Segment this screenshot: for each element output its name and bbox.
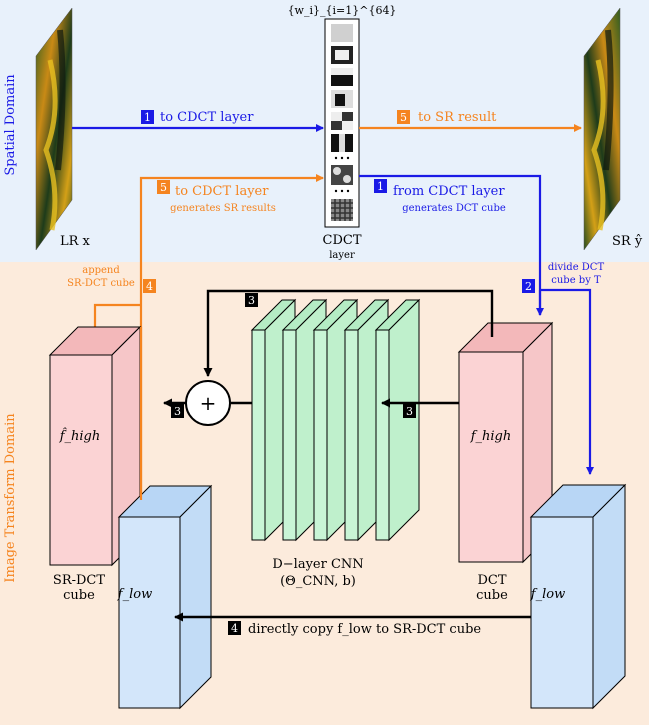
cdct-title: CDCT bbox=[323, 233, 362, 248]
step5-sub-bottom: generates SR results bbox=[170, 203, 276, 214]
cnn-label1: D−layer CNN bbox=[272, 557, 363, 572]
step4-num-bottom: 4 bbox=[231, 622, 238, 635]
step1b-text: from CDCT layer bbox=[393, 184, 505, 199]
cnn-label2: (Θ_CNN, b) bbox=[280, 574, 356, 589]
cdct-subtitle: layer bbox=[329, 250, 355, 261]
srdct-cube-label2: cube bbox=[63, 588, 95, 603]
step4-text2: SR-DCT cube bbox=[67, 278, 135, 289]
srdct-cube-label1: SR-DCT bbox=[53, 573, 105, 588]
step3-num-right: 3 bbox=[406, 405, 413, 418]
step4-num-top: 4 bbox=[146, 280, 153, 293]
step5-num-bottom: 5 bbox=[160, 181, 167, 194]
dct-high-label: f_high bbox=[470, 429, 512, 444]
step4-text1: append bbox=[82, 265, 120, 276]
step3-num-left: 3 bbox=[174, 405, 181, 418]
step1-num: 1 bbox=[144, 111, 151, 124]
step5-text-top: to SR result bbox=[418, 110, 497, 125]
cnn-layers bbox=[252, 300, 419, 540]
dct-low-label: f_low bbox=[530, 587, 565, 602]
dct-cube-label1: DCT bbox=[477, 573, 506, 588]
srdct-high-label: f̂_high bbox=[59, 427, 101, 444]
lr-label: LR x bbox=[60, 234, 91, 249]
transform-domain-label: Image Transform Domain bbox=[3, 413, 18, 583]
step2-num: 2 bbox=[525, 280, 532, 293]
step2-text1: divide DCT bbox=[548, 262, 605, 273]
srdct-low-label: f_low bbox=[117, 587, 152, 602]
step5-text-bottom: to CDCT layer bbox=[175, 184, 269, 199]
dct-cube-label2: cube bbox=[476, 588, 508, 603]
sum-symbol: + bbox=[200, 391, 217, 415]
step1b-num: 1 bbox=[377, 180, 384, 193]
step3-num-top: 3 bbox=[248, 294, 255, 307]
step2-text2: cube by T bbox=[551, 275, 601, 286]
spatial-domain-label: Spatial Domain bbox=[3, 74, 18, 176]
step4-copy-text: directly copy f_low to SR-DCT cube bbox=[248, 622, 481, 637]
step5-num-top: 5 bbox=[400, 111, 407, 124]
sr-label: SR ŷ bbox=[612, 234, 643, 249]
cdct-weights-label: {w_i}_{i=1}^{64} bbox=[288, 4, 397, 17]
step1-text: to CDCT layer bbox=[160, 110, 254, 125]
cdct-filter-stack bbox=[325, 19, 359, 227]
step1b-sub: generates DCT cube bbox=[402, 203, 506, 214]
